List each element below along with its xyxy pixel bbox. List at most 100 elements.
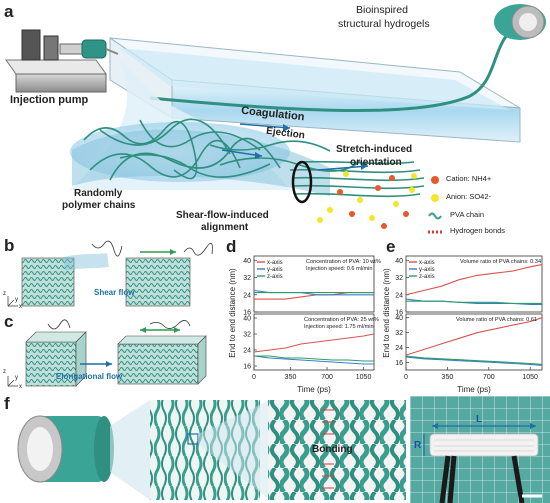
chart-annotation: Volume ratio of PVA chains: 0.61 (456, 317, 537, 323)
plot-frame (253, 255, 375, 313)
panel-label-f: f (4, 394, 10, 413)
shear-label-line2: alignment (201, 222, 249, 233)
panel-c-illustration (7, 319, 207, 387)
panel-label-c: c (4, 312, 14, 331)
elongational-flow-label: Elongational flow (56, 372, 123, 381)
fiber-spool-icon (17, 415, 114, 483)
legend-pva-icon (428, 212, 442, 220)
panel-label-d: d (226, 237, 237, 256)
y-tick-label: 16 (395, 310, 403, 317)
clamp-right (511, 455, 525, 503)
legend-cation-label: Cation: NH4+ (446, 174, 492, 183)
panel-label-e: e (386, 237, 396, 256)
series-line-z-axis (405, 355, 543, 365)
ion-dots (317, 171, 417, 229)
chain-icon (47, 319, 71, 330)
y-tick-label: 40 (243, 316, 251, 323)
panel-label-a: a (4, 2, 14, 21)
axis-y-label: y (15, 297, 18, 303)
clamp-left (439, 455, 457, 503)
legend-cation-icon (431, 176, 439, 184)
y-tick-label: 16 (395, 360, 403, 367)
y-tick-label: 40 (243, 258, 251, 265)
axis-y-label: y (15, 375, 18, 381)
legend-label: y-axis (267, 267, 283, 273)
stretch-ring-icon (291, 160, 313, 204)
y-tick-label: 32 (395, 330, 403, 337)
y-axis-label: End to end distance (nm) (228, 268, 237, 358)
chart-annotation: Concentration of PVA: 25 wt% (304, 317, 379, 323)
legend-pva-label: PVA chain (450, 210, 485, 219)
series-line-x-axis (405, 264, 543, 296)
chain-icon (149, 320, 191, 329)
shear-box-before (21, 257, 75, 307)
y-tick-label: 16 (243, 310, 251, 317)
legend-label: z-axis (419, 274, 435, 280)
axis-z-label: z (3, 369, 6, 375)
legend-label: x-axis (267, 260, 283, 266)
x-axis-label: Time (ps) (297, 385, 331, 394)
hydrogel-sample (429, 433, 539, 457)
series-line-x-axis (405, 317, 543, 356)
axis-x-label: x (19, 384, 22, 390)
panel-a-illustration (5, 4, 546, 234)
random-label-line2: polymer chains (62, 200, 136, 211)
chart-annotation: Volume ratio of PVA chains: 0.34 (460, 259, 541, 265)
bonding-label: Bonding (312, 444, 353, 455)
panel-b-illustration (7, 240, 213, 307)
chain-icon (183, 242, 213, 256)
chart-annotation: Concentration of PVA: 10 wt% (306, 259, 381, 265)
series-line-y-axis (405, 356, 543, 366)
y-tick-label: 24 (395, 292, 403, 299)
axis-x-label: x (19, 304, 22, 310)
y-tick-label: 40 (395, 258, 403, 265)
y-tick-label: 24 (395, 345, 403, 352)
stretch-label-line1: Stretch-induced (336, 144, 413, 155)
series-line-y-axis (253, 355, 374, 365)
legend-anion-label: Anion: SO42- (446, 192, 492, 201)
y-tick-label: 24 (243, 348, 251, 355)
coagulation-arrow (239, 123, 291, 129)
series-line-z-axis (254, 355, 374, 362)
injection-pump-icon (5, 29, 119, 93)
legend-label: x-axis (419, 260, 435, 266)
x-tick-label: 0 (252, 374, 256, 381)
x-axis-label: Time (ps) (457, 385, 491, 394)
y-tick-label: 40 (395, 315, 403, 322)
hydrogel-title-line2: structural hydrogels (338, 18, 430, 30)
shear-label-line1: Shear-flow-induced (176, 210, 269, 221)
x-tick-label: 350 (285, 374, 297, 381)
y-axis-label: End to end distance (nm) (382, 268, 391, 358)
x-tick-label: 0 (404, 374, 408, 381)
panel-label-b: b (4, 236, 15, 255)
chain-icon (91, 240, 123, 257)
y-tick-label: 24 (243, 292, 251, 299)
hydrogel-fiber (149, 22, 521, 113)
orientation-arrow (317, 165, 369, 171)
legend-hbond-label: Hydrogen bonds (450, 226, 506, 235)
stretch-label-line2: orientation (350, 157, 402, 168)
panel-g-photo (410, 396, 550, 503)
chart-annotation: Injection speed: 1.75 ml/min (304, 324, 374, 330)
series-line-z-axis (406, 300, 542, 304)
bonding-view (268, 400, 406, 500)
radius-label: R (414, 440, 422, 451)
chart-annotation: Injection speed: 0.6 ml/min (306, 266, 373, 272)
shear-flow-label: Shear flow (94, 288, 135, 297)
x-tick-label: 1050 (356, 374, 372, 381)
y-tick-label: 32 (243, 332, 251, 339)
legend-label: z-axis (267, 274, 283, 280)
panel-f-illustration (17, 400, 406, 500)
length-label: L (476, 414, 483, 425)
x-tick-label: 1050 (522, 374, 538, 381)
fiber-spool-icon (494, 4, 546, 40)
random-label-line1: Randomly (74, 188, 123, 199)
shear-box-after (125, 257, 191, 307)
x-tick-label: 350 (442, 374, 454, 381)
y-tick-label: 32 (243, 275, 251, 282)
injection-pump-label: Injection pump (10, 94, 89, 106)
legend-label: y-axis (419, 267, 435, 273)
x-tick-label: 700 (321, 374, 333, 381)
